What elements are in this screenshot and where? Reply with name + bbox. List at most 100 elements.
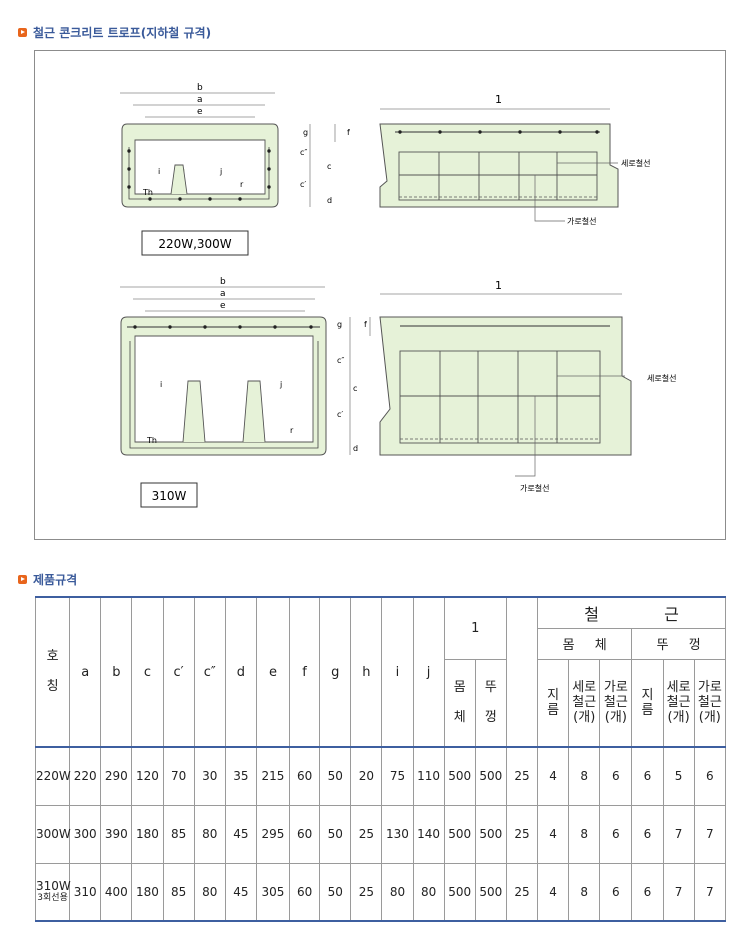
table-cell: 220 <box>69 746 102 806</box>
section-title-spec: 제품규격 <box>18 571 77 588</box>
dim-i-2: i <box>160 380 162 389</box>
section-title-text: 제품규격 <box>33 573 78 587</box>
dim-a-2: a <box>220 289 226 299</box>
table-cell: 70 <box>162 746 195 806</box>
dim-a: a <box>197 95 203 105</box>
table-cell: 7 <box>693 862 727 922</box>
table-cell: 295 <box>255 804 291 864</box>
bullet-arrow-icon <box>18 575 27 584</box>
table-cell: 50 <box>319 804 352 864</box>
table-cell: 7 <box>662 862 695 922</box>
table-cell: 85 <box>162 862 195 922</box>
table-cell: 25 <box>505 804 539 864</box>
row-subname: 3회선용 <box>37 893 68 904</box>
table-cell: 140 <box>412 804 445 864</box>
header-col-j: j <box>412 596 445 748</box>
table-cell: 20 <box>350 746 383 806</box>
table-cell: 6 <box>631 804 664 864</box>
trough-drawing: b a e i j Th r g c″ c c′ d f 1 <box>120 83 676 508</box>
table-cell: 500 <box>443 746 476 806</box>
table-cell: 120 <box>131 746 164 806</box>
table-cell: 6 <box>599 746 633 806</box>
header-col-e: e <box>255 596 291 748</box>
table-cell: 6 <box>599 862 633 922</box>
dim-l-2: 1 <box>495 279 502 292</box>
table-cell: 80 <box>193 862 226 922</box>
dim-i: i <box>158 167 160 176</box>
table-cell: 8 <box>568 862 601 922</box>
table-cell: 310 <box>69 862 102 922</box>
table-cell: 25 <box>350 804 383 864</box>
table-cell: 4 <box>537 804 570 864</box>
table-cell: 6 <box>631 746 664 806</box>
dim-c-double-2: c″ <box>337 356 344 365</box>
table-cell: 180 <box>131 804 164 864</box>
dim-c-2: c <box>353 384 357 393</box>
dim-j-2: j <box>279 380 282 389</box>
cross-section-top: b a e i j Th r g c″ c c′ d f <box>120 83 350 208</box>
table-cell: 130 <box>381 804 414 864</box>
table-cell: 60 <box>289 862 321 922</box>
table-cell: 300 <box>69 804 102 864</box>
table-cell: 6 <box>693 746 727 806</box>
table-cell: 60 <box>289 746 321 806</box>
side-view-bottom: 1 세로철선 가로철선 <box>379 279 676 493</box>
label-vertical-bar-2: 세로철선 <box>647 373 676 383</box>
model-box-bottom <box>140 482 198 508</box>
table-cell: 500 <box>474 746 507 806</box>
table-cell: 45 <box>224 862 257 922</box>
dim-f-2: f <box>364 320 367 329</box>
table-cell: 50 <box>319 746 352 806</box>
header-col-i: i <box>381 596 414 748</box>
table-cell: 500 <box>474 862 507 922</box>
header-col-g: g <box>319 596 352 748</box>
table-cell: 4 <box>537 746 570 806</box>
side-view-top: 1 세로철선 가로철선 <box>379 93 650 226</box>
label-r-2: r <box>290 426 294 435</box>
header-rebar: 철 근 <box>537 596 726 629</box>
table-cell: 8 <box>568 746 601 806</box>
model-label-bottom: 310W <box>152 489 187 503</box>
table-cell: 390 <box>100 804 133 864</box>
table-cell: 30 <box>193 746 226 806</box>
table-cell: 6 <box>599 804 633 864</box>
label-vertical-bar: 세로철선 <box>621 158 650 168</box>
dim-b-2: b <box>220 277 226 287</box>
table-cell: 500 <box>443 804 476 864</box>
table-cell: 45 <box>224 804 257 864</box>
header-col-blank <box>505 596 539 748</box>
table-cell: 180 <box>131 862 164 922</box>
header-col-a: a <box>69 596 102 748</box>
label-horizontal-bar-2: 가로철선 <box>520 483 549 493</box>
label-r: r <box>240 180 244 189</box>
header-col-b: b <box>100 596 133 748</box>
dim-e-2: e <box>220 301 226 311</box>
label-th: Th <box>142 188 153 197</box>
table-cell: 400 <box>100 862 133 922</box>
table-cell: 8 <box>568 804 601 864</box>
table-cell: 60 <box>289 804 321 864</box>
dim-g-2: g <box>337 320 342 329</box>
table-cell: 25 <box>505 862 539 922</box>
label-th-2: Th <box>146 436 157 445</box>
section-title-trough: 철근 콘크리트 트로프(지하철 규격) <box>18 24 211 41</box>
cross-section-bottom: b a e i j Th r g c″ c c′ d f <box>120 277 371 456</box>
bullet-arrow-icon <box>18 28 27 37</box>
trough-drawing-panel: b a e i j Th r g c″ c c′ d f 1 <box>34 50 726 540</box>
dim-g: g <box>303 128 308 137</box>
table-cell: 50 <box>319 862 352 922</box>
dim-c-single-2: c′ <box>337 410 343 419</box>
table-cell: 6 <box>631 862 664 922</box>
section-title-text: 철근 콘크리트 트로프(지하철 규격) <box>33 26 212 40</box>
